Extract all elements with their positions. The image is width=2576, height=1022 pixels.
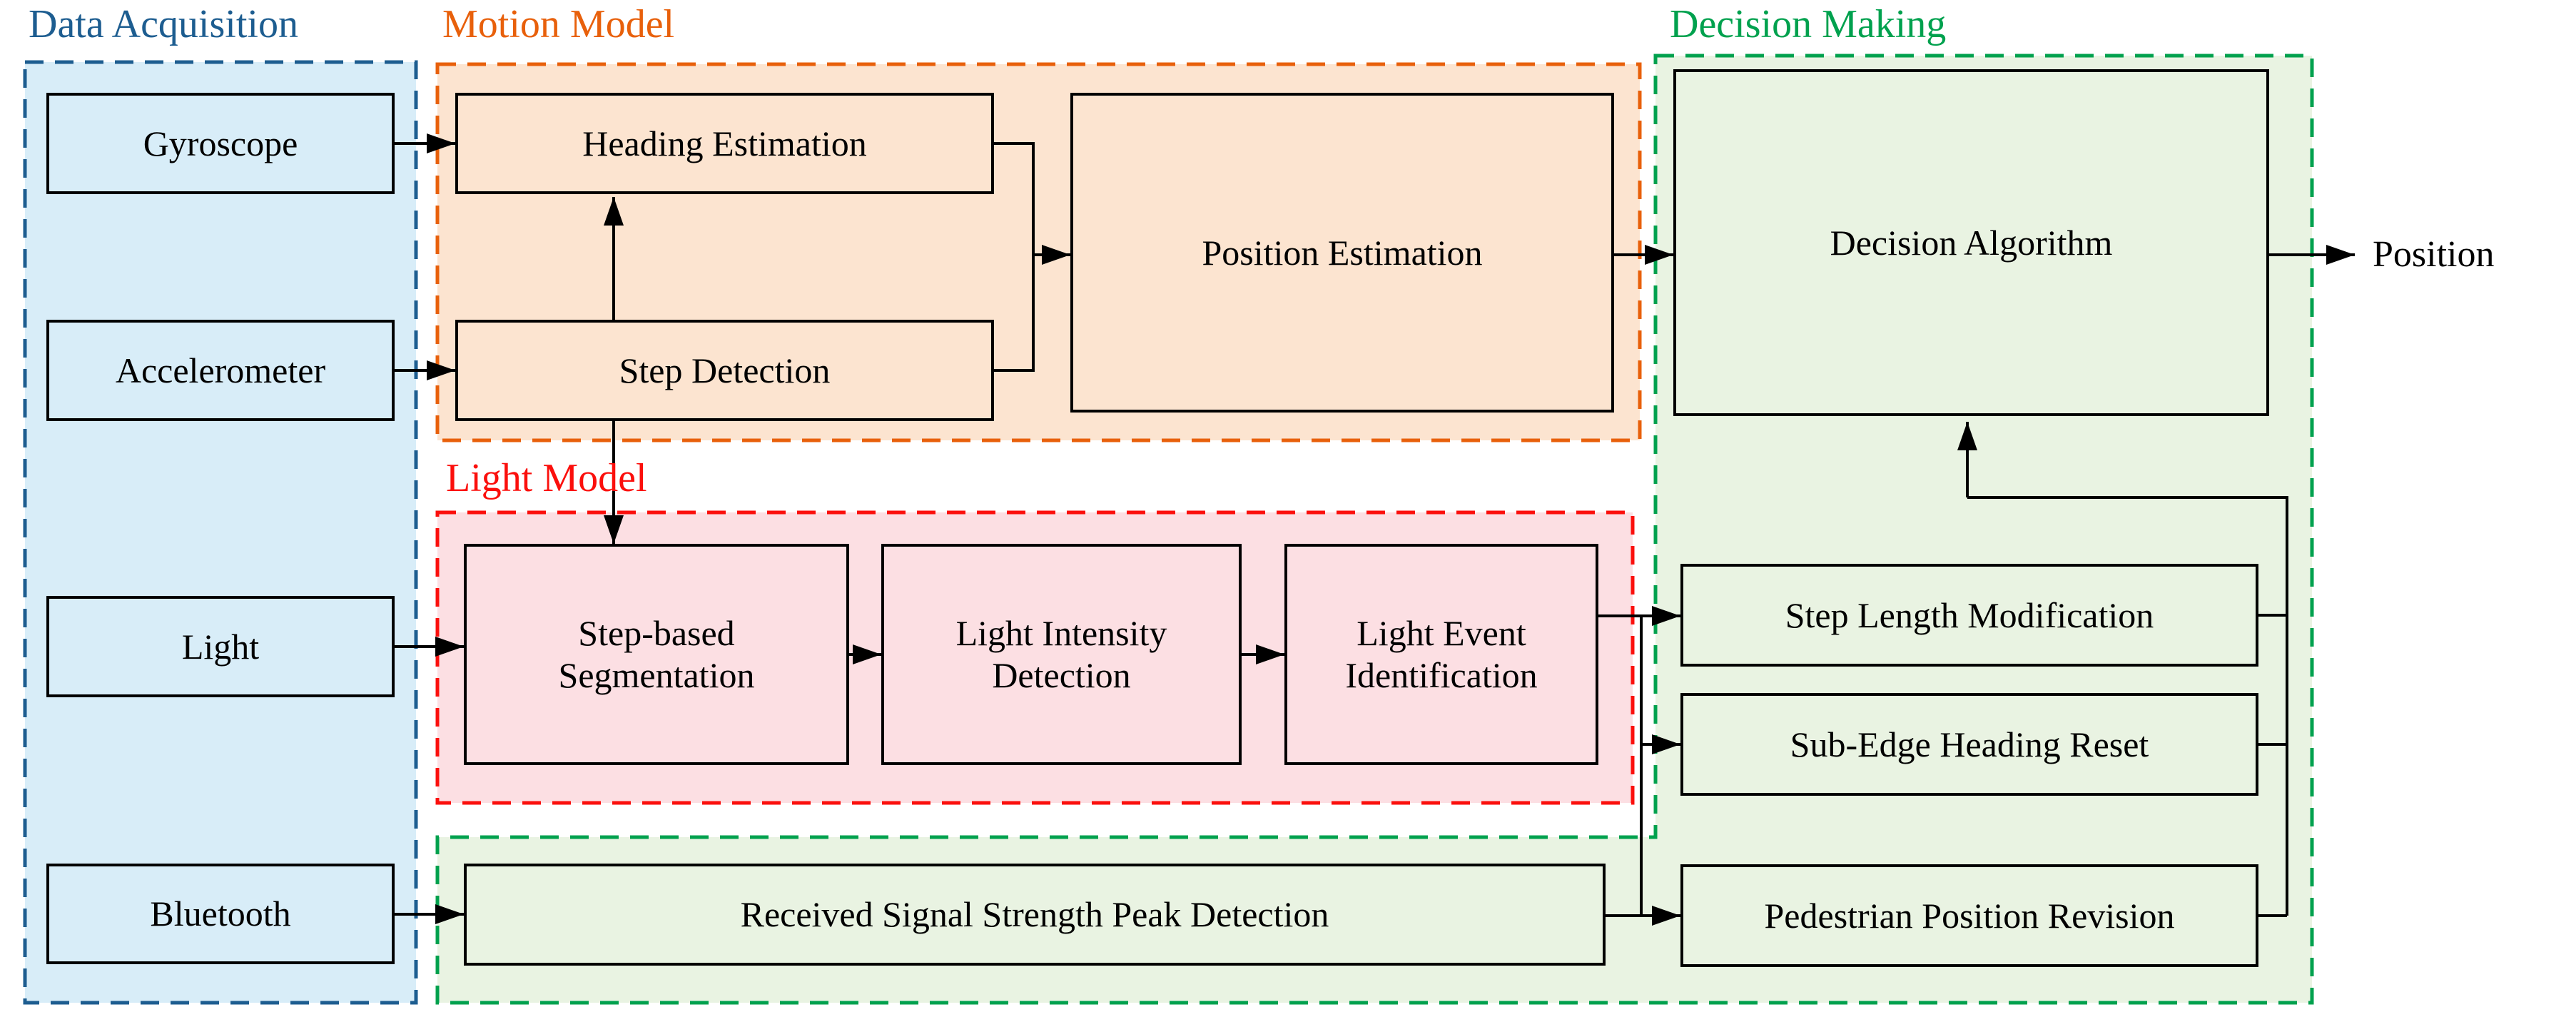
trunk-right-feedback <box>1967 496 2288 916</box>
node-light-intensity-detection: Light Intensity Detection <box>881 544 1242 765</box>
node-gyroscope: Gyroscope <box>46 93 395 194</box>
node-received-signal-strength-peak-detection: Received Signal Strength Peak Detection <box>464 864 1606 966</box>
node-accelerometer: Accelerometer <box>46 320 395 421</box>
node-step-based-segmentation: Step-based Segmentation <box>464 544 849 765</box>
node-position-estimation: Position Estimation <box>1070 93 1614 413</box>
node-sub-edge-heading-reset: Sub-Edge Heading Reset <box>1680 693 2258 796</box>
node-pedestrian-position-revision: Pedestrian Position Revision <box>1680 864 2258 967</box>
position-output-label: Position <box>2373 234 2495 275</box>
node-light: Light <box>46 596 395 697</box>
node-light-event-identification: Light Event Identification <box>1284 544 1598 765</box>
data-acquisition-label: Data Acquisition <box>29 2 298 46</box>
decision-making-label: Decision Making <box>1670 2 1947 46</box>
node-heading-estimation: Heading Estimation <box>455 93 994 194</box>
node-step-detection: Step Detection <box>455 320 994 421</box>
light-model-label: Light Model <box>446 456 647 500</box>
node-step-length-modification: Step Length Modification <box>1680 564 2258 667</box>
node-decision-algorithm: Decision Algorithm <box>1673 69 2269 416</box>
motion-model-label: Motion Model <box>442 2 675 46</box>
data-acquisition-region <box>23 60 418 1005</box>
node-bluetooth: Bluetooth <box>46 864 395 964</box>
bracket-heading-stepdetection <box>994 142 1035 372</box>
